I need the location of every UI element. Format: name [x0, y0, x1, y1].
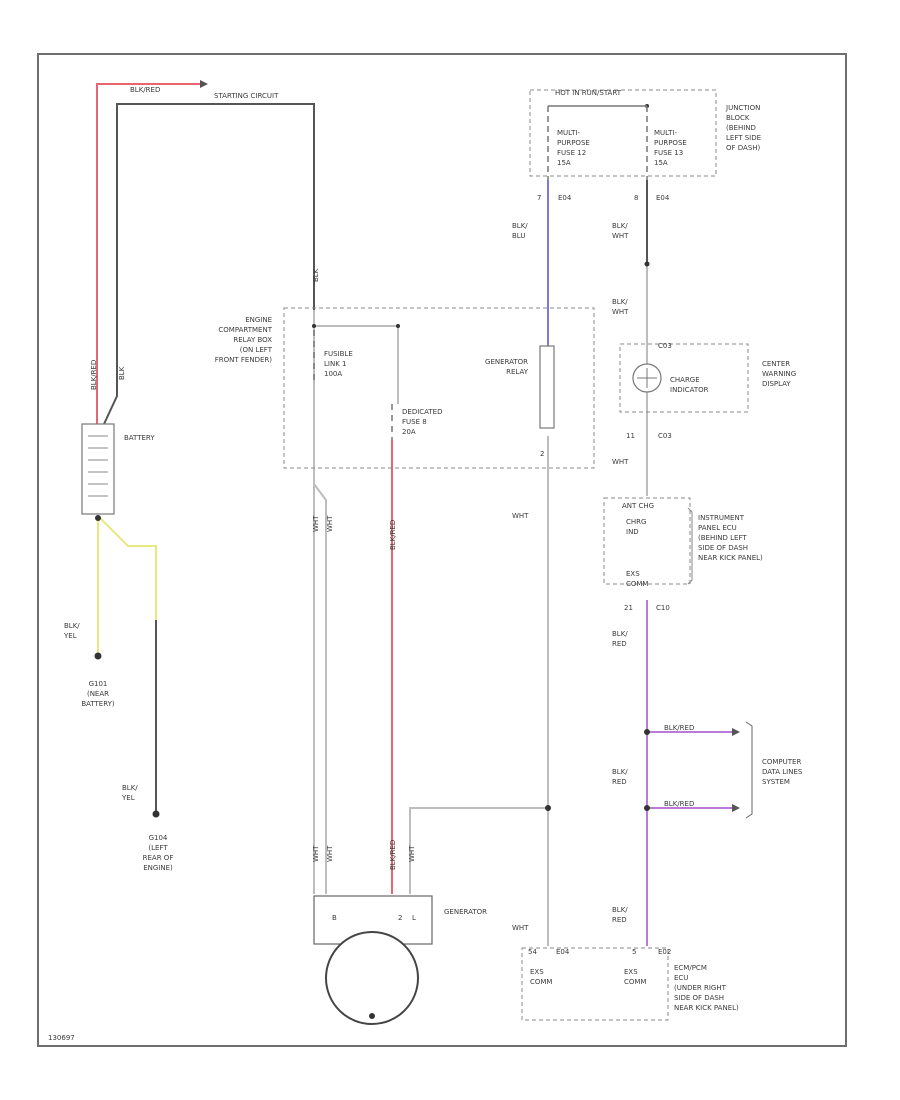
- splice-dot: [152, 810, 160, 818]
- battery-red-vertical-label: BLK/RED: [90, 360, 98, 390]
- wht-vertical-label-1: WHT: [312, 515, 320, 532]
- generator-terminal-b: B: [332, 914, 337, 922]
- engine-relay-box: [283, 307, 595, 469]
- battery-cells: [88, 435, 108, 497]
- ecm-pin-label: 54: [528, 948, 537, 956]
- wht-vertical-label-3: WHT: [312, 845, 320, 862]
- arrow-icon: [732, 804, 740, 812]
- pin-7-connector-label: E04: [558, 194, 572, 202]
- ecm-pcm-box: [521, 947, 669, 1021]
- c03-bottom-label: C03: [658, 432, 672, 440]
- blk-red-label-1: BLK/RED: [612, 630, 628, 648]
- gen-l-wire: [409, 807, 548, 894]
- battery-label: BATTERY: [124, 434, 155, 442]
- generator-ground-dot: [369, 1013, 375, 1019]
- battery-blk-vertical-label: BLK: [118, 366, 126, 380]
- relay-pin-label: 2: [540, 450, 544, 458]
- generator-terminal-2: 2: [398, 914, 402, 922]
- data-line-label-1: BLK/RED: [664, 724, 694, 732]
- starting-circuit-label: STARTING CIRCUIT: [214, 92, 279, 100]
- generator-label: GENERATOR: [444, 908, 487, 916]
- diagram-code: 130697: [48, 1034, 75, 1042]
- wht-right-label: WHT: [612, 458, 629, 466]
- battery-blk-wire: [103, 103, 315, 425]
- pin-8-label: 8: [634, 194, 638, 202]
- pin-11-label: 11: [626, 432, 635, 440]
- hot-in-run-label: HOT IN RUN/START: [555, 89, 622, 97]
- battery-wire-label: BLK/RED: [130, 86, 160, 94]
- blk-yel-label-1: BLK/YEL: [63, 622, 80, 640]
- battery-ground-blk: [99, 517, 157, 814]
- center-warning-display-box: [619, 343, 749, 413]
- splice-dot: [312, 324, 316, 328]
- blk-red-label-2: BLK/RED: [612, 768, 628, 786]
- splice-dot: [644, 261, 650, 267]
- splice-dot: [644, 805, 650, 811]
- c10-label: C10: [656, 604, 670, 612]
- ecm-pin2-label: 5: [632, 948, 636, 956]
- pin-8-connector-label: E04: [656, 194, 670, 202]
- wht-vertical-label-2: WHT: [326, 515, 334, 532]
- splice-dot: [545, 805, 551, 811]
- ipecu-top-label: ANT CHG: [622, 502, 654, 510]
- pin-7-label: 7: [537, 194, 541, 202]
- generator-terminal-l: L: [412, 914, 416, 922]
- generator-wht-label: WHT: [512, 924, 529, 932]
- wht-wire-label-1: BLK/WHT: [612, 222, 629, 240]
- c03-top-label: C03: [658, 342, 672, 350]
- splice-dot: [95, 515, 101, 521]
- battery-symbol: [81, 423, 115, 515]
- instrument-panel-ecu-box: [603, 497, 691, 585]
- splice-dot: [396, 324, 400, 328]
- red-vertical-label-2: BLK/RED: [389, 840, 397, 870]
- wht-wire-label-2: BLK/WHT: [612, 298, 629, 316]
- starting-wire-vertical-label: BLK: [312, 268, 320, 282]
- splice-dot: [644, 729, 650, 735]
- junction-block-box: [529, 89, 717, 177]
- generator-symbol: [325, 931, 419, 1025]
- data-line-label-2: BLK/RED: [664, 800, 694, 808]
- arrow-icon: [200, 80, 208, 88]
- blu-wire-label: BLK/BLU: [512, 222, 528, 240]
- pin-21-label: 21: [624, 604, 633, 612]
- fusible-link-wire: [313, 310, 327, 894]
- wht-mid-label: WHT: [512, 512, 529, 520]
- generator-relay-coil: [539, 345, 555, 429]
- blk-yel-label-2: BLK/YEL: [121, 784, 138, 802]
- ecm-connector2-label: E02: [658, 948, 671, 956]
- arrow-icon: [732, 728, 740, 736]
- wht-vertical-label-4: WHT: [326, 845, 334, 862]
- splice-dot: [94, 652, 102, 660]
- battery-red-wire: [96, 83, 200, 424]
- computer-data-bracket: [745, 721, 753, 819]
- blk-red-label-3: BLK/RED: [612, 906, 628, 924]
- wht-vertical-label-5: WHT: [408, 845, 416, 862]
- diagram-frame: [37, 53, 847, 1047]
- ecm-connector-label: E04: [556, 948, 570, 956]
- instrument-panel-bracket: [687, 507, 693, 585]
- red-vertical-label: BLK/RED: [389, 520, 397, 550]
